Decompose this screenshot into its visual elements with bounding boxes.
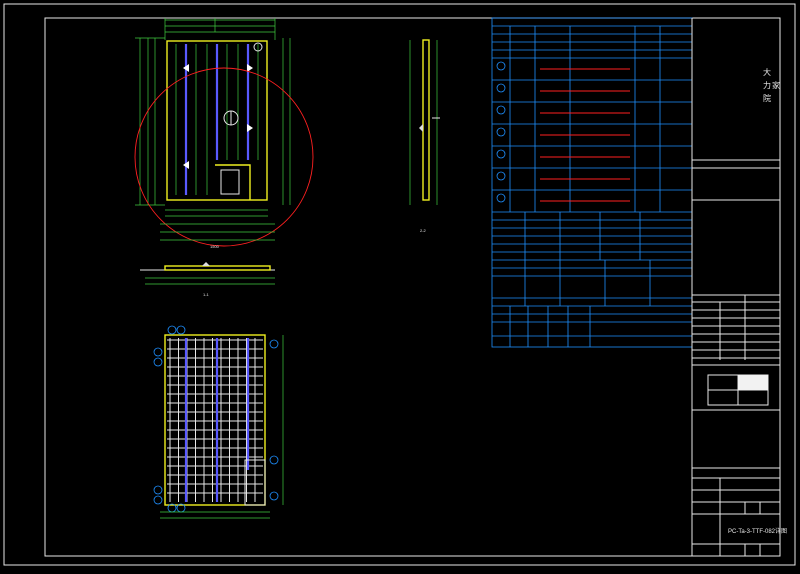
slab-outline[interactable] xyxy=(166,40,268,201)
plan-view[interactable]: 1500 xyxy=(134,18,314,249)
rebar-marker-icon xyxy=(496,193,506,203)
rebar-marker-icon xyxy=(496,105,506,115)
materials-table[interactable] xyxy=(491,17,693,348)
detail-circle[interactable] xyxy=(134,67,314,247)
inner-frame xyxy=(44,17,781,557)
title-char-4: 院 xyxy=(763,93,771,103)
rebar-marker-icon xyxy=(496,83,506,93)
rebar-marker-icon xyxy=(496,127,506,137)
title-block[interactable]: 大 力 家 院 PC-Ta-3-TTF-082详图 xyxy=(691,18,787,556)
title-char-2: 力 xyxy=(763,80,771,90)
rebar-marker-icon xyxy=(496,171,506,181)
drawing-number: PC-Ta-3-TTF-082详图 xyxy=(728,527,787,535)
outer-frame xyxy=(3,3,796,566)
reinforcement-plan[interactable] xyxy=(153,325,284,519)
section-2-2-label: 2-2 xyxy=(420,228,427,233)
title-char-1: 大 xyxy=(763,67,771,77)
svg-text:1500: 1500 xyxy=(210,244,220,249)
title-char-3: 家 xyxy=(772,80,780,90)
section-2-2[interactable]: 2-2 xyxy=(409,39,440,233)
rebar-marker-icon xyxy=(496,61,506,71)
rebar-marker-icon xyxy=(496,149,506,159)
section-1-1-label: 1-1 xyxy=(203,292,210,297)
section-1-1[interactable]: 1-1 xyxy=(140,262,275,297)
